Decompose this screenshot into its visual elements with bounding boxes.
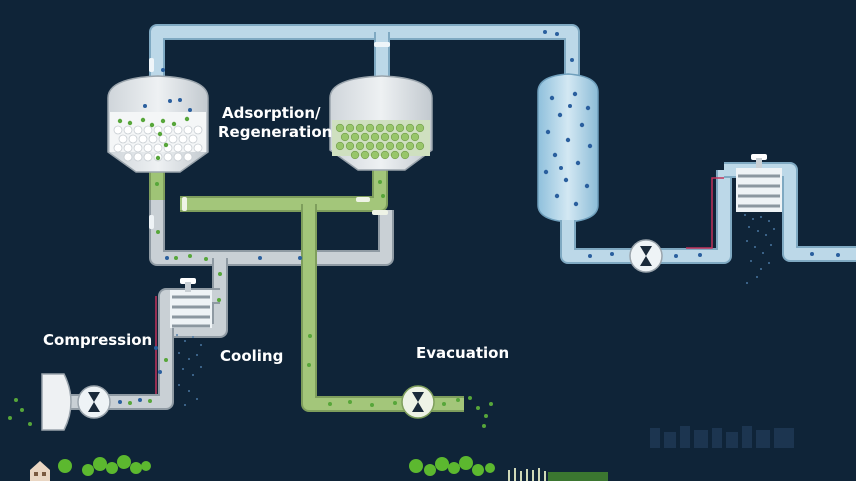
pump-icon — [629, 239, 663, 273]
adsorber-vessel-left — [107, 75, 209, 173]
blue-outlet-pipe — [560, 162, 856, 264]
compressor-icon — [41, 373, 111, 431]
compression-label: Compression — [43, 331, 152, 349]
ground-scenery — [30, 426, 794, 481]
heat-exchanger-icon — [736, 154, 782, 284]
evacuation-label: Evacuation — [416, 344, 509, 362]
top-return-pipe — [149, 24, 580, 92]
green-pipes — [149, 165, 464, 412]
adsorption-label-line1: Adsorption/ — [222, 104, 321, 122]
cooling-heat-exchanger — [108, 278, 220, 406]
adsorber-vessel-right — [329, 75, 433, 171]
house-icon — [30, 461, 50, 481]
blue-tower — [537, 73, 599, 223]
gray-manifold — [149, 165, 394, 338]
regeneration-label-line2: Regeneration — [218, 123, 332, 141]
evacuation-pump-icon — [401, 385, 435, 419]
cooling-label: Cooling — [220, 347, 283, 365]
particles — [8, 30, 574, 428]
tree-icon — [58, 455, 495, 476]
